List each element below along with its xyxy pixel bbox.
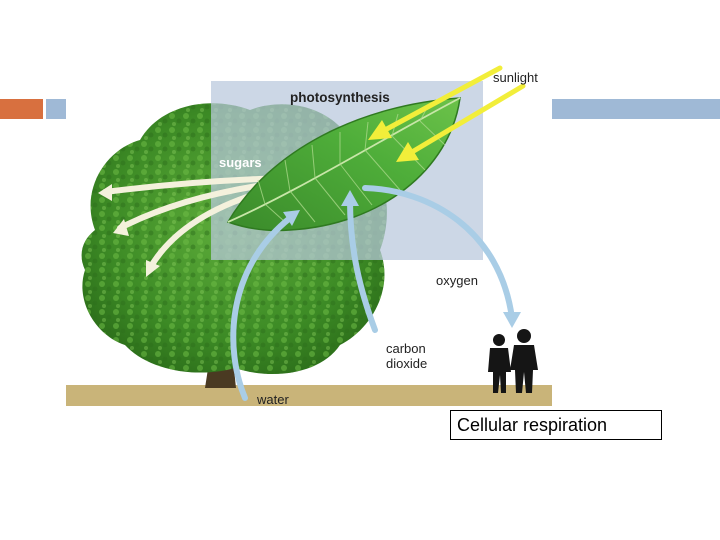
cellular-respiration-caption: Cellular respiration [450,410,662,440]
carbon-dioxide-arrow [347,197,378,333]
oxygen-arrow [362,185,515,321]
ground-strip [66,385,552,406]
orange-accent-bar [0,99,43,119]
people-silhouette-icon [488,329,538,393]
blue-accent-bar [552,99,720,119]
sugars-label: sugars [219,155,262,170]
oxygen-label: oxygen [436,273,478,288]
water-label: water [257,392,289,407]
sunlight-label: sunlight [493,70,538,85]
water-arrow [230,215,293,401]
blue-accent-square [46,99,66,119]
photosynthesis-label: photosynthesis [290,90,390,105]
leaf-icon [226,97,461,232]
carbon-dioxide-label: carbon dioxide [386,341,428,371]
sunlight-arrows [382,65,526,155]
